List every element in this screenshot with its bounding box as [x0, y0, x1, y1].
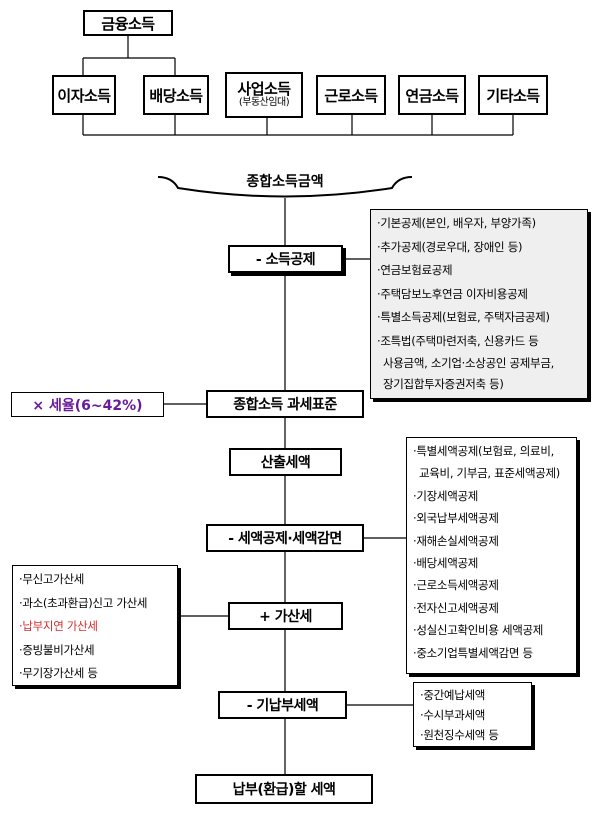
gross-income-scroll: [157, 176, 413, 198]
interest-income-label: 이자소득: [57, 86, 111, 105]
financial-income-label: 금융소득: [101, 14, 155, 33]
list-item: 사용금액, 소기업·소상공인 공제부금,: [383, 356, 554, 370]
income-deduction-label: - 소득공제: [255, 252, 316, 268]
final-tax-label: 납부(환급)할 세액: [232, 782, 336, 798]
tax-credit-list: ·특별세액공제(보험료, 의료비, 교육비, 기부금, 표준세액공제) ·기장세…: [406, 437, 577, 674]
pension-income-box: 연금소득: [398, 75, 466, 115]
final-tax-box: 납부(환급)할 세액: [195, 774, 373, 804]
list-item: ·증빙불비가산세: [19, 642, 95, 657]
business-income-label: 사업소득: [237, 79, 291, 98]
other-income-box: 기타소득: [478, 75, 548, 115]
list-item: ·추가공제(경로우대, 장애인 등): [377, 239, 523, 254]
list-item: ·중간예납세액: [420, 688, 486, 702]
list-item: ·외국납부세액공제: [413, 511, 499, 526]
list-item: ·주택담보노후연금 이자비용공제: [377, 286, 528, 301]
penalty-tax-list: ·무신고가산세 ·과소(초과환급)신고 가산세 ·납부지연 가산세 ·증빙불비가…: [12, 565, 178, 686]
list-item: ·전자신고세액공제: [413, 600, 499, 615]
list-item: ·연금보험료공제: [377, 263, 453, 277]
tax-base-label: 종합소득 과세표준: [233, 397, 337, 413]
penalty-tax-label: + 가산세: [259, 609, 312, 625]
list-item: ·수시부과세액: [420, 708, 486, 722]
list-item: ·납부지연 가산세: [19, 619, 98, 633]
calculated-tax-label: 산출세액: [260, 455, 311, 471]
list-item: ·원천징수세액 등: [420, 728, 499, 742]
penalty-tax-box: + 가산세: [228, 602, 343, 630]
prepaid-tax-label: - 기납부세액: [246, 698, 319, 714]
business-income-sublabel: (부동산임대): [238, 96, 290, 108]
list-item: ·배당세액공제: [413, 556, 479, 571]
tax-credit-box: - 세액공제·세액감면: [206, 524, 364, 552]
prepaid-tax-box: - 기납부세액: [218, 691, 347, 719]
gross-income-total-label: 종합소득금액: [246, 174, 324, 190]
list-item: ·조특법(주택마련저축, 신용카드 등: [377, 333, 539, 348]
list-item: ·기장세액공제: [413, 488, 479, 503]
tax-base-box: 종합소득 과세표준: [206, 390, 364, 418]
dividend-income-label: 배당소득: [149, 86, 203, 105]
list-item: 장기집합투자증권저축 등): [383, 377, 504, 391]
list-item: ·무기장가산세 등: [19, 666, 98, 680]
calculated-tax-box: 산출세액: [229, 448, 342, 476]
financial-income-box: 금융소득: [83, 10, 173, 36]
dividend-income-box: 배당소득: [143, 75, 209, 115]
interest-income-box: 이자소득: [52, 75, 116, 115]
list-item: 교육비, 기부금, 표준세액공제): [419, 466, 560, 481]
pension-income-label: 연금소득: [405, 86, 459, 105]
earned-income-label: 근로소득: [324, 86, 378, 105]
list-item: ·특별세액공제(보험료, 의료비,: [413, 444, 554, 458]
list-item: ·특별소득공제(보험료, 주택자금공제): [377, 310, 550, 324]
list-item: ·기본공제(본인, 배우자, 부양가족): [377, 216, 536, 230]
other-income-label: 기타소득: [486, 86, 540, 105]
list-item: ·근로소득세액공제: [413, 578, 499, 593]
tax-rate-label: × 세율(6~42%): [32, 397, 143, 414]
list-item: ·성실신고확인비용 세액공제: [413, 623, 544, 638]
list-item: ·중소기업특별세액감면 등: [413, 645, 533, 660]
income-deduction-box: - 소득공제: [228, 245, 343, 273]
income-deduction-list: ·기본공제(본인, 배우자, 부양가족) ·추가공제(경로우대, 장애인 등) …: [370, 209, 588, 399]
tax-credit-label: - 세액공제·세액감면: [228, 531, 342, 547]
list-item: ·무신고가산세: [19, 572, 85, 586]
list-item: ·재해손실세액공제: [413, 533, 499, 548]
tax-rate-box: × 세율(6~42%): [11, 392, 164, 417]
earned-income-box: 근로소득: [316, 75, 386, 115]
list-item: ·과소(초과환급)신고 가산세: [19, 595, 148, 610]
prepaid-tax-list: ·중간예납세액 ·수시부과세액 ·원천징수세액 등: [413, 682, 532, 747]
business-income-box: 사업소득 (부동산임대): [225, 72, 303, 118]
